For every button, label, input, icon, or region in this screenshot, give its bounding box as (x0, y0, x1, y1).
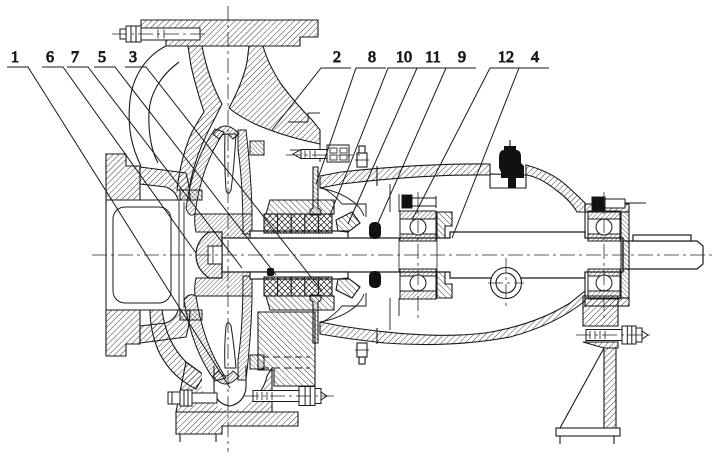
drawing-rect (167, 391, 181, 405)
callout-9: 9 (373, 49, 476, 233)
frame-bolt-left (401, 194, 437, 209)
impeller-front-shroud-upper (185, 128, 225, 216)
callout-9-number: 9 (458, 49, 466, 66)
callouts: 1 6 7 5 3 2 8 10 11 9 12 4 (7, 49, 549, 389)
callout-4-number: 4 (531, 49, 539, 66)
drawing-rect (263, 276, 333, 297)
drawing-rect (339, 147, 348, 154)
callout-2-number: 2 (333, 49, 341, 66)
packing-rings-upper (263, 213, 333, 234)
adapter-stud-bottom (355, 342, 369, 365)
drawing-path (411, 67, 520, 221)
support-foot-base (555, 427, 621, 437)
callout-7-number: 7 (71, 49, 79, 66)
callout-5: 5 (94, 49, 277, 276)
drawing-path (582, 341, 619, 349)
drawing-rect (249, 140, 265, 156)
callout-4: 4 (451, 49, 549, 239)
drawing-path (329, 67, 418, 216)
drawing-path (105, 153, 141, 201)
drawing-rect (369, 271, 381, 288)
drawing-path (94, 66, 277, 276)
callout-6: 6 (42, 49, 197, 254)
drawing-rect (358, 145, 366, 154)
drawing-rect (329, 147, 338, 154)
cover-bottom-lug (257, 311, 316, 387)
gland-lower (335, 277, 361, 299)
drawing-rect (329, 154, 338, 161)
housing-foot-lug (582, 295, 619, 327)
callout-12: 12 (411, 49, 520, 221)
drawing-rect (263, 213, 333, 234)
callout-12-number: 12 (498, 49, 514, 66)
centerlines (92, 6, 714, 452)
casing-cover (257, 166, 367, 387)
pump-foot (175, 411, 299, 435)
frame-bolt-right (591, 196, 646, 211)
impeller-blade-lower (224, 322, 237, 369)
impeller-front-shroud-lower (183, 294, 227, 382)
drawing-rect (191, 392, 218, 404)
drawing-rect (358, 356, 366, 365)
callout-10-number: 10 (396, 49, 412, 66)
impeller-blade-upper (224, 133, 237, 194)
drawing-rect (604, 198, 626, 209)
bearing-retainer-upper (436, 211, 453, 239)
callout-11: 11 (347, 49, 447, 225)
oil-filler-cap (499, 146, 524, 188)
drawing-rect (179, 389, 193, 407)
drawing-rect (591, 196, 606, 211)
callout-6-number: 6 (46, 49, 54, 66)
drawing-path (315, 67, 386, 185)
callout-10: 10 (329, 49, 418, 216)
impeller (183, 125, 253, 385)
drawing-rect (267, 268, 274, 276)
callout-1-number: 1 (11, 49, 19, 66)
callout-3: 3 (125, 49, 323, 292)
frame-inner-bottom (319, 293, 365, 323)
callout-5-number: 5 (98, 49, 106, 66)
frame-inner-top (319, 187, 365, 217)
drawing-path (271, 67, 351, 131)
callout-2: 2 (271, 49, 351, 131)
drawing-path (451, 67, 549, 239)
cover-stud-top (291, 144, 350, 163)
shaft (195, 230, 704, 280)
drawing-path (373, 67, 476, 233)
drawing-path (291, 148, 302, 160)
drawing-path (105, 309, 141, 357)
impeller-hub-lower (194, 271, 253, 297)
frame-bottom-wall (319, 289, 586, 346)
drawing-path (7, 66, 231, 389)
drawing-path (347, 67, 447, 225)
bearing-frame (319, 140, 630, 444)
support-foot-column (603, 347, 617, 429)
neck-right-wall (228, 45, 321, 145)
callout-3-number: 3 (129, 49, 137, 66)
drawing-path (42, 66, 197, 254)
callout-8-number: 8 (368, 49, 376, 66)
drawing-path (67, 66, 243, 269)
housing-top-right (525, 164, 586, 213)
drawing-rect (339, 154, 348, 161)
adapter-stud-top (355, 145, 369, 168)
callout-1: 1 (7, 49, 231, 389)
gland-upper (335, 211, 361, 233)
drawing-rect (411, 197, 437, 207)
drawing-path (125, 66, 323, 292)
drain-bolt (167, 389, 218, 407)
stuffing-box-upper (265, 199, 335, 215)
stuffing-box-lower (265, 295, 335, 311)
support-foot-rib (559, 347, 605, 429)
callout-11-number: 11 (425, 49, 440, 66)
shaft-keyway (632, 234, 692, 242)
packing-rings-lower (263, 276, 333, 297)
drawing-rect (401, 194, 413, 209)
callout-7: 7 (67, 49, 243, 269)
casing-contour-1 (128, 45, 167, 167)
bearing-retainer-lower (436, 271, 453, 299)
impeller-rim-upper (212, 125, 240, 140)
callout-8: 8 (315, 49, 386, 185)
